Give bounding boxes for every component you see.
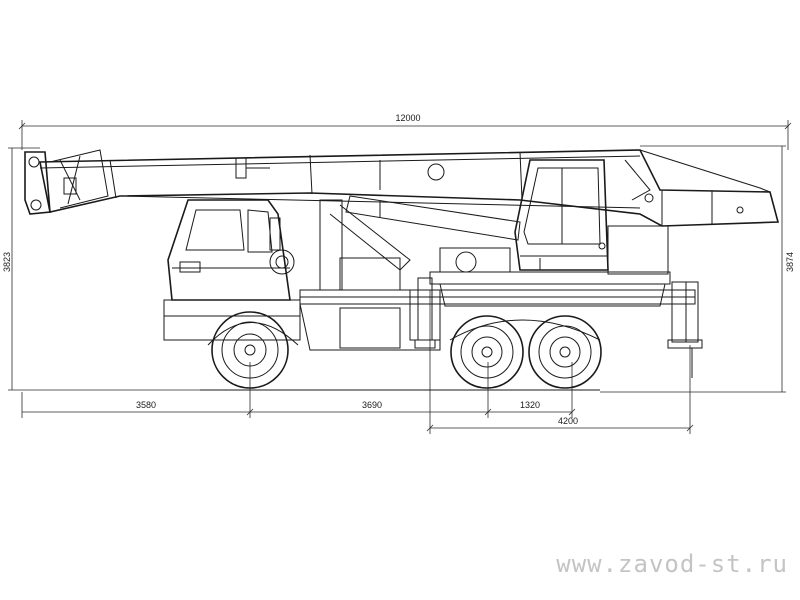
chassis-frame [299, 199, 696, 351]
dim-outrigger-base-text: 4200 [558, 416, 578, 426]
rear-wheel-2 [528, 315, 602, 389]
front-wheel [211, 311, 289, 389]
dim-height-right-text: 3874 [785, 252, 795, 272]
crane-cabin [514, 159, 669, 275]
dimension-height-right: 3874 [600, 145, 795, 393]
dim-overall-length-text: 12000 [395, 113, 420, 123]
truck-cab [163, 199, 301, 341]
telescopic-boom [24, 149, 780, 227]
watermark-text: www.zavod-st.ru [556, 550, 788, 578]
rear-wheel-1 [450, 315, 524, 389]
boom-lift-cylinder [329, 195, 521, 271]
outriggers [414, 277, 703, 378]
dim-wheelbase-text: 3690 [362, 400, 382, 410]
dimension-height-left: 3823 [2, 147, 210, 391]
dimension-outrigger-base: 4200 [426, 290, 694, 434]
dim-bogie-text: 1320 [520, 400, 540, 410]
dim-height-left-text: 3823 [2, 252, 12, 272]
dim-front-overhang-text: 3580 [136, 400, 156, 410]
dimension-overall-length: 12000 [18, 113, 792, 150]
